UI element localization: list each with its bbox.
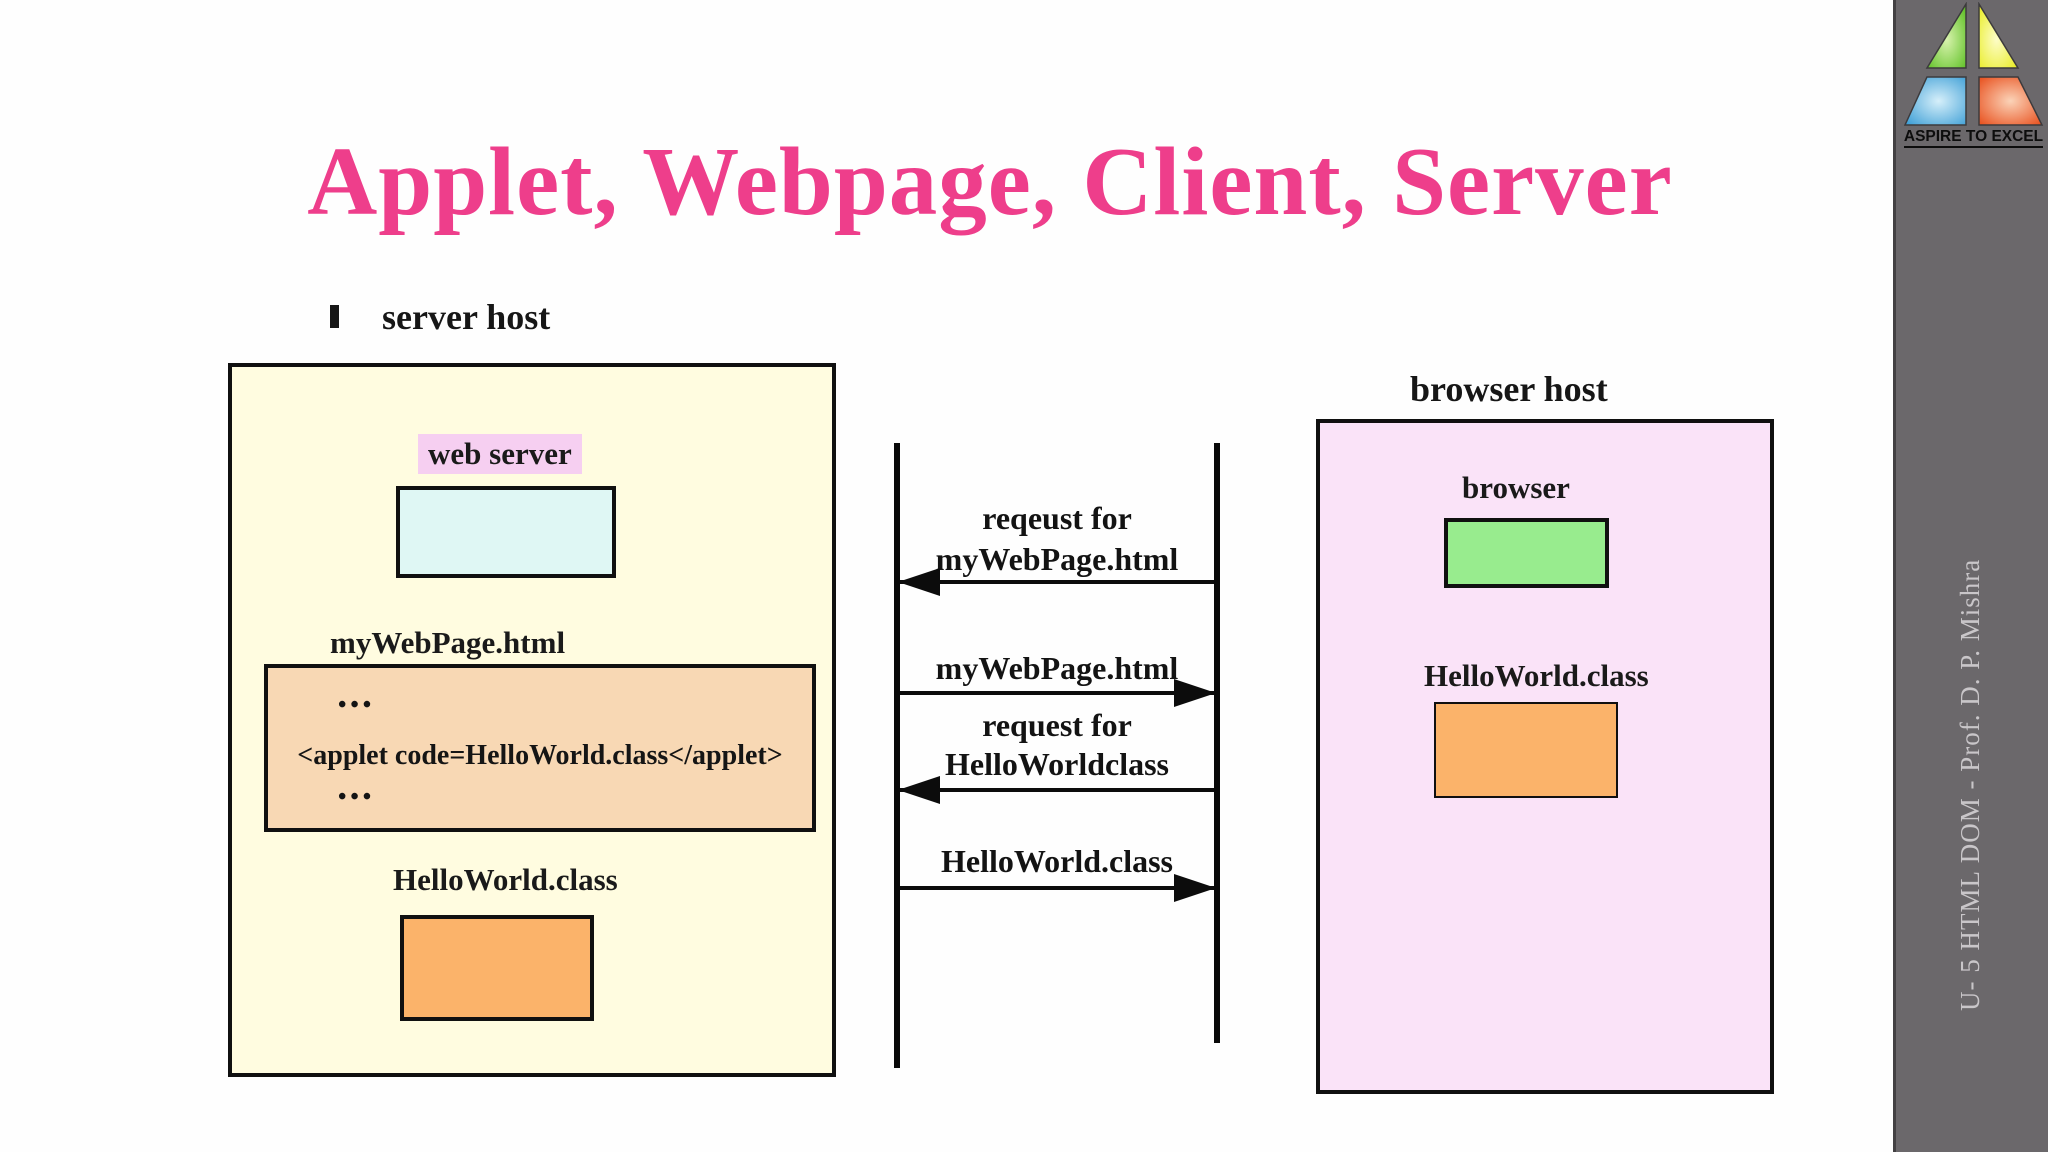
helloworld-label-browser: HelloWorld.class bbox=[1424, 658, 1649, 693]
msg1-label-line2: myWebPage.html bbox=[935, 541, 1179, 577]
msg3-arrowhead-left-icon bbox=[898, 776, 940, 804]
msg3-label-line2: HelloWorldclass bbox=[945, 746, 1169, 782]
sidebar: ASPIRE TO EXCEL U- 5 HTML DOM - Prof. D.… bbox=[1893, 0, 2048, 1152]
msg3-arrow-line bbox=[900, 788, 1214, 792]
helloworld-box-browser bbox=[1434, 702, 1618, 798]
server-host-caption: server host bbox=[330, 296, 550, 338]
msg2-arrowhead-right-icon bbox=[1174, 679, 1216, 707]
aspire-logo-icon bbox=[1903, 2, 2044, 126]
sidebar-footer-text: U- 5 HTML DOM - Prof. D. P. Mishra bbox=[1955, 558, 1985, 1011]
mywebpage-file-box: ••• <applet code=HelloWorld.class</apple… bbox=[264, 664, 816, 832]
bullet-icon bbox=[330, 305, 339, 328]
ellipsis-top: ••• bbox=[338, 692, 376, 718]
aspire-logo-text-inner: ASPIRE TO EXCEL bbox=[1903, 128, 2044, 148]
web-server-label: web server bbox=[418, 434, 582, 474]
helloworld-label-server: HelloWorld.class bbox=[393, 862, 618, 897]
helloworld-box-server bbox=[400, 915, 594, 1021]
mywebpage-label: myWebPage.html bbox=[330, 625, 566, 660]
aspire-logo-text: ASPIRE TO EXCEL bbox=[1896, 128, 2048, 148]
browser-lifeline bbox=[1214, 443, 1220, 1043]
ellipsis-bottom: ••• bbox=[338, 784, 376, 810]
msg2-label: myWebPage.html bbox=[935, 650, 1179, 686]
web-server-box bbox=[396, 486, 616, 578]
msg4-arrow-line bbox=[900, 886, 1214, 890]
msg4-arrowhead-right-icon bbox=[1174, 874, 1216, 902]
browser-app-box bbox=[1444, 518, 1609, 588]
browser-label: browser bbox=[1462, 470, 1570, 505]
browser-host-caption: browser host bbox=[1410, 369, 1608, 409]
server-host-caption-text: server host bbox=[382, 297, 551, 337]
msg1-arrowhead-left-icon bbox=[898, 568, 940, 596]
msg1-arrow-line bbox=[900, 580, 1214, 584]
server-lifeline bbox=[894, 443, 900, 1068]
msg2-arrow-line bbox=[900, 691, 1214, 695]
page-title: Applet, Webpage, Client, Server bbox=[307, 128, 1673, 235]
msg1-label-line1: reqeust for bbox=[982, 500, 1132, 536]
applet-code-line: <applet code=HelloWorld.class</applet> bbox=[297, 740, 783, 771]
msg4-label: HelloWorld.class bbox=[941, 843, 1173, 879]
msg3-label-line1: request for bbox=[982, 707, 1132, 743]
